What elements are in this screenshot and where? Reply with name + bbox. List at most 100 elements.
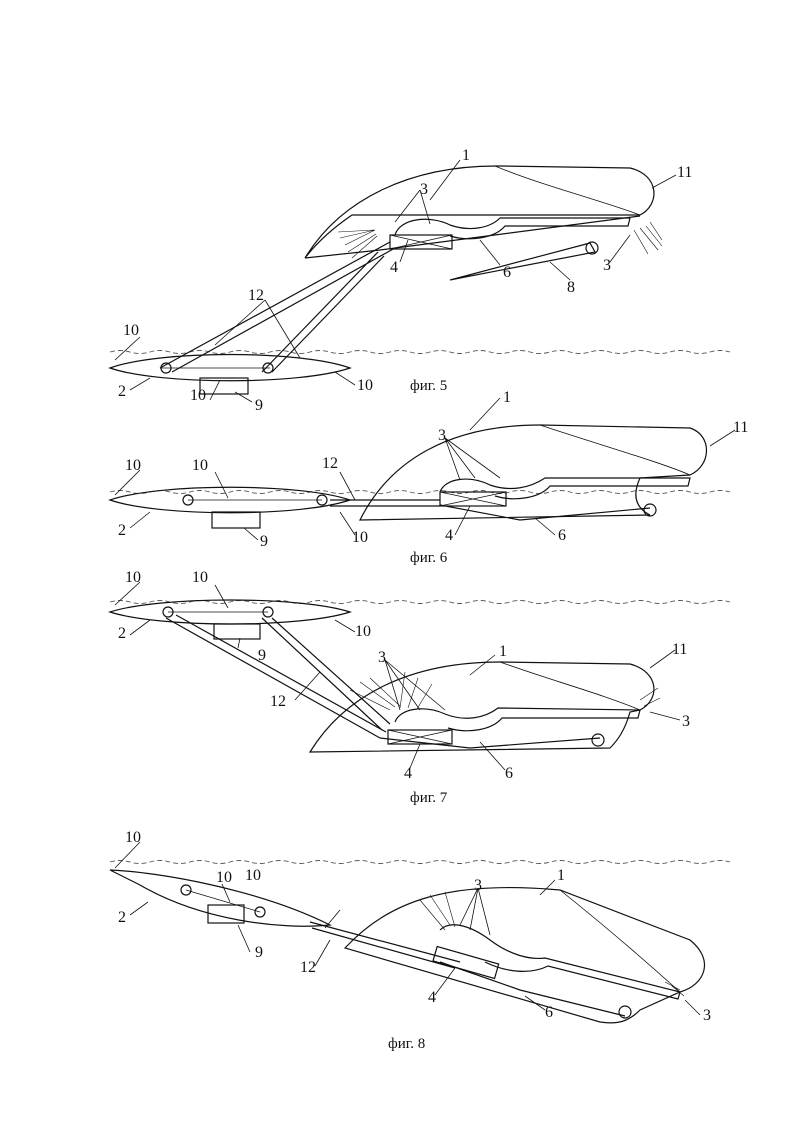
label: 10 (125, 829, 141, 846)
label: 9 (258, 647, 266, 664)
engine-cross (389, 234, 453, 250)
label: 9 (260, 533, 268, 550)
label: 10 (352, 529, 368, 546)
figure-caption: фиг. 5 (410, 378, 447, 394)
float-2 (109, 869, 333, 927)
hull-inner-line (499, 661, 641, 711)
label: 9 (255, 944, 263, 961)
figure-caption: фиг. 8 (388, 1036, 425, 1052)
label: 3 (703, 1007, 711, 1024)
label: 12 (270, 693, 286, 710)
label: 3 (378, 649, 386, 666)
label: 6 (505, 765, 513, 782)
figure-caption: фиг. 6 (410, 550, 448, 566)
water-surface (109, 860, 731, 864)
hull-1 (359, 424, 707, 521)
hull-1 (308, 661, 655, 753)
label: 10 (245, 867, 261, 884)
hull-inner-line (559, 889, 681, 993)
roller (160, 362, 172, 374)
hull-1 (343, 886, 706, 1024)
label: 10 (190, 387, 206, 404)
label: 12 (248, 287, 264, 304)
roller (254, 906, 266, 918)
labels: 10 10 2 10 9 1 11 3 12 3 4 6 (118, 569, 690, 782)
label: 6 (545, 1004, 553, 1021)
water-surface (109, 600, 731, 604)
hull-inner-line (494, 165, 641, 216)
label: 11 (672, 641, 687, 658)
label: 1 (499, 643, 507, 660)
label: 8 (567, 279, 575, 296)
strut-12 (159, 241, 396, 373)
label: 3 (438, 427, 446, 444)
float-2 (108, 353, 352, 382)
labels: 1 3 3 4 6 8 11 12 10 2 10 10 9 (118, 147, 692, 414)
label: 3 (682, 713, 690, 730)
label: 9 (255, 397, 263, 414)
figure-caption: фиг. 7 (410, 790, 448, 806)
label: 3 (603, 257, 611, 274)
strut-12 (309, 921, 461, 969)
duct-6 (394, 707, 641, 732)
figure-6: 1 11 3 12 10 10 2 9 10 4 6 фиг. 6 (108, 389, 748, 566)
label: 10 (125, 569, 141, 586)
label: 4 (428, 989, 436, 1006)
engine-4 (439, 491, 507, 507)
strut-12 (165, 614, 391, 739)
engine-cross (439, 491, 507, 507)
label: 4 (445, 527, 453, 544)
label: 3 (420, 181, 428, 198)
water-surface (109, 490, 731, 494)
labels: 1 11 3 12 10 10 2 9 10 4 6 (118, 389, 748, 550)
figure-7: 10 10 2 10 9 1 11 3 12 3 4 6 фиг. 7 (108, 569, 731, 806)
roller (180, 884, 192, 896)
keel-9 (199, 377, 249, 395)
hull-1 (304, 165, 655, 259)
roller (262, 362, 274, 374)
label: 1 (462, 147, 470, 164)
engine-cross (387, 729, 453, 745)
label: 10 (355, 623, 371, 640)
hydrofoil-8 (449, 242, 596, 281)
label: 2 (118, 383, 126, 400)
label: 6 (503, 264, 511, 281)
figure-8: 10 10 1 3 2 9 10 12 4 6 3 фиг. 8 (109, 829, 731, 1052)
labels: 10 10 1 3 2 9 10 12 4 6 3 (118, 829, 711, 1024)
hydrofoil (439, 961, 626, 1017)
water-surface (109, 350, 731, 354)
label: 10 (125, 457, 141, 474)
spray-right (633, 221, 663, 255)
label: 1 (503, 389, 511, 406)
label: 10 (123, 322, 139, 339)
hydrofoil (379, 737, 601, 749)
label: 3 (474, 877, 482, 894)
duct-6 (394, 217, 631, 240)
pivot (643, 503, 657, 517)
label: 10 (216, 869, 232, 886)
pivot (585, 241, 599, 255)
keel-9 (211, 511, 261, 529)
duct-6 (439, 924, 681, 1000)
spray (349, 671, 661, 711)
float-2 (108, 599, 352, 625)
float-axis (185, 889, 261, 913)
hydrofoil (439, 504, 651, 521)
spray-left (337, 229, 378, 259)
engine-4 (432, 945, 500, 980)
label: 4 (390, 259, 398, 276)
hull-bottom (304, 215, 641, 259)
float-2 (108, 486, 352, 514)
figure-5: 1 3 3 4 6 8 11 12 10 2 10 10 9 фиг. 5 (108, 147, 731, 414)
label: 2 (118, 625, 126, 642)
spray (419, 891, 685, 997)
label: 2 (118, 909, 126, 926)
label: 12 (322, 455, 338, 472)
label: 10 (192, 569, 208, 586)
label: 4 (404, 765, 412, 782)
label: 11 (677, 164, 692, 181)
label: 2 (118, 522, 126, 539)
keel-9 (213, 623, 261, 640)
label: 11 (733, 419, 748, 436)
